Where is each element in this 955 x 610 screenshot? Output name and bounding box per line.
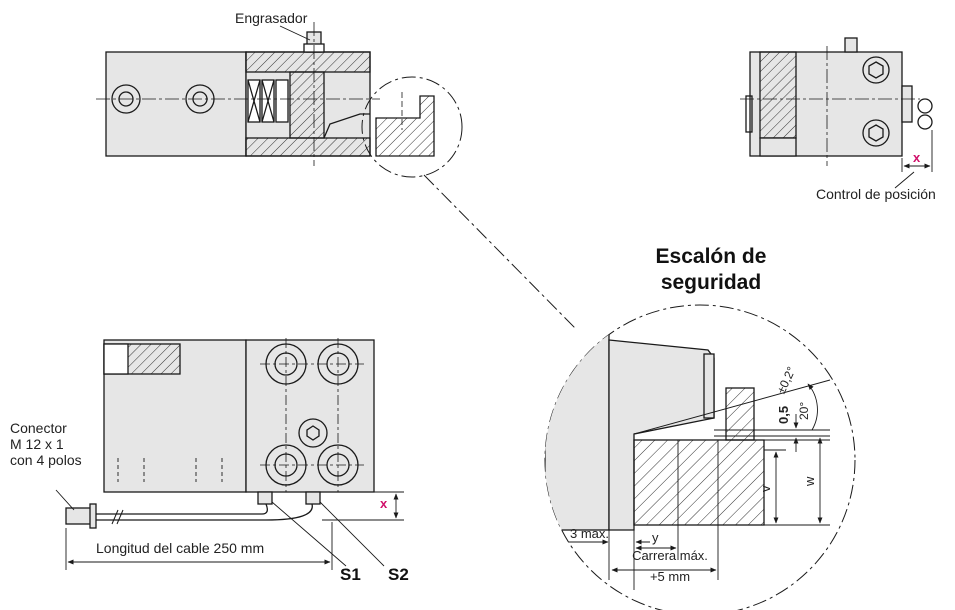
w-label: w (802, 476, 817, 486)
control-posicion-label: Control de posición (816, 186, 936, 202)
control-posicion-leader (894, 171, 915, 189)
detail-connector-line (423, 174, 576, 329)
angle-label: 20° (797, 401, 811, 420)
carrera-line1: Carrera máx. (632, 548, 708, 563)
carrera-line2: +5 mm (649, 569, 691, 584)
engrasador-leader (279, 25, 311, 41)
detail-title-line2: seguridad (660, 270, 762, 294)
top-left-view (96, 22, 463, 178)
s2-label: S2 (388, 565, 409, 584)
x-label-bottom: x (380, 496, 388, 511)
half-mm-label: 0,5 (776, 405, 791, 424)
conector-line3: con 4 polos (10, 452, 82, 469)
conector-label: Conector M 12 x 1 con 4 polos (10, 420, 82, 468)
bottom-left-view (55, 338, 404, 570)
s1-label: S1 (340, 565, 361, 584)
x-label-top: x (913, 150, 921, 165)
cable-length-label: Longitud del cable 250 mm (96, 540, 265, 556)
conector-line1: Conector (10, 420, 67, 436)
carrera-label: Carrera máx. +5 mm (622, 548, 718, 584)
y-label: y (652, 530, 659, 545)
top-right-view (740, 37, 933, 172)
three-max-label: 3 max. (570, 526, 610, 541)
detail-title-line1: Escalón de (655, 245, 767, 268)
engrasador-label: Engrasador (235, 10, 308, 26)
conector-line2: M 12 x 1 (10, 436, 64, 453)
detail-title: Escalón de seguridad (636, 244, 786, 295)
v-label: v (758, 485, 773, 493)
